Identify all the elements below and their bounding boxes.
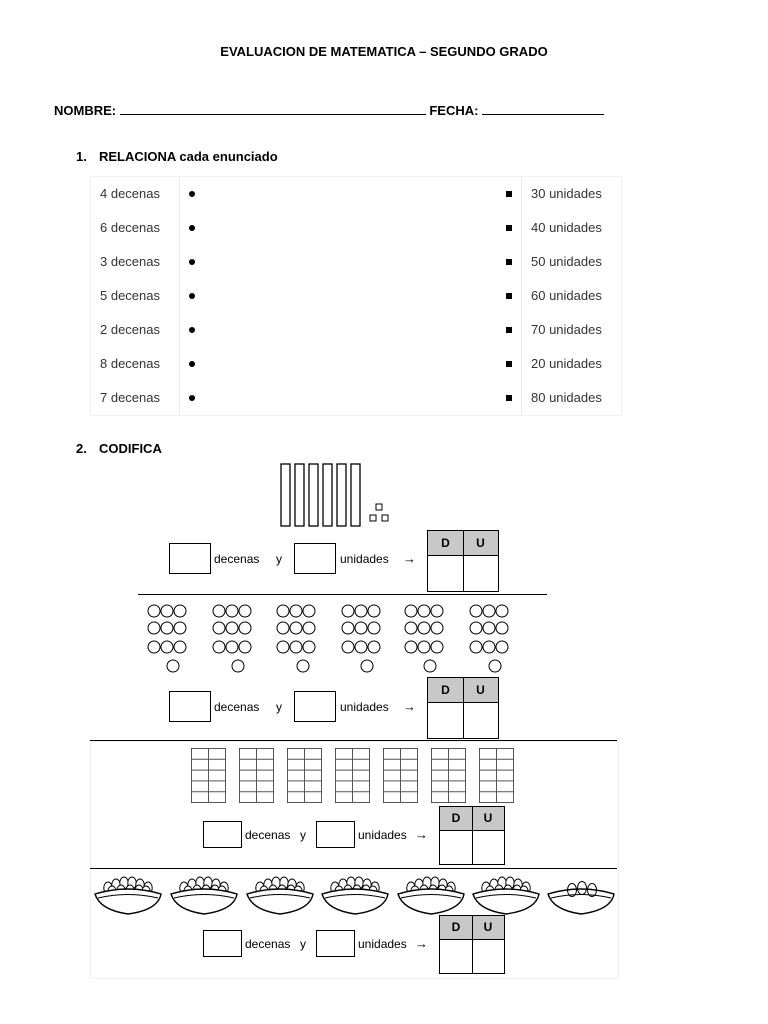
name-label: NOMBRE: xyxy=(54,103,117,118)
matching-separator-left xyxy=(179,177,180,415)
arrow-icon: → xyxy=(403,699,416,714)
decenas-item: 3 decenas xyxy=(100,254,160,269)
du-table: D U xyxy=(427,677,499,739)
y-label: y xyxy=(276,700,282,714)
bullet-dot-icon[interactable] xyxy=(189,361,195,367)
u-header: U xyxy=(463,678,498,703)
matching-table: 4 decenas 30 unidades 6 decenas 40 unida… xyxy=(90,176,622,416)
decenas-answer-box[interactable] xyxy=(169,691,211,722)
tens-grid-cards-icon xyxy=(191,748,514,803)
matching-row: 8 decenas 20 unidades xyxy=(91,347,621,381)
unidades-answer-box[interactable] xyxy=(316,930,355,957)
unidades-answer-box[interactable] xyxy=(294,691,336,722)
du-divider xyxy=(463,531,464,591)
matching-row: 7 decenas 80 unidades xyxy=(91,381,621,415)
unidades-label: unidades xyxy=(340,552,389,566)
decenas-answer-box[interactable] xyxy=(203,821,242,848)
bullet-dot-icon[interactable] xyxy=(189,259,195,265)
unidades-answer-box[interactable] xyxy=(316,821,355,848)
bullet-square-icon[interactable] xyxy=(506,361,512,367)
decenas-label: decenas xyxy=(245,937,291,951)
unidades-item: 80 unidades xyxy=(531,390,602,405)
decenas-item: 4 decenas xyxy=(100,186,160,201)
du-table: D U xyxy=(427,530,499,592)
decenas-label: decenas xyxy=(214,552,260,566)
unidades-item: 20 unidades xyxy=(531,356,602,371)
arrow-icon: → xyxy=(403,551,416,566)
bullet-square-icon[interactable] xyxy=(506,327,512,333)
unidades-item: 50 unidades xyxy=(531,254,602,269)
d-header: D xyxy=(440,916,472,940)
unidades-label: unidades xyxy=(340,700,389,714)
circle-groups-icon xyxy=(147,604,509,673)
bullet-dot-icon[interactable] xyxy=(189,395,195,401)
matching-row: 6 decenas 40 unidades xyxy=(91,211,621,245)
bullet-square-icon[interactable] xyxy=(506,293,512,299)
matching-row: 3 decenas 50 unidades xyxy=(91,245,621,279)
y-label: y xyxy=(300,937,306,951)
section1-number: 1. xyxy=(76,149,87,164)
exercise-grid-border xyxy=(90,741,619,979)
bullet-dot-icon[interactable] xyxy=(189,293,195,299)
decenas-item: 8 decenas xyxy=(100,356,160,371)
bullet-dot-icon[interactable] xyxy=(189,225,195,231)
section1-title-text: RELACIONA cada enunciado xyxy=(99,149,278,164)
arrow-icon: → xyxy=(415,827,428,842)
separator-line xyxy=(90,868,617,869)
d-header: D xyxy=(440,807,472,831)
du-divider xyxy=(472,916,473,973)
y-label: y xyxy=(300,828,306,842)
date-label: FECHA: xyxy=(429,103,479,118)
unidades-item: 70 unidades xyxy=(531,322,602,337)
du-table: D U xyxy=(439,915,505,974)
section2-number: 2. xyxy=(76,441,87,456)
decenas-item: 5 decenas xyxy=(100,288,160,303)
unidades-item: 60 unidades xyxy=(531,288,602,303)
du-table: D U xyxy=(439,806,505,865)
name-blank[interactable] xyxy=(119,102,426,115)
u-header: U xyxy=(463,531,498,556)
section2-title-text: CODIFICA xyxy=(99,441,162,456)
u-header: U xyxy=(472,807,504,831)
decenas-label: decenas xyxy=(245,828,291,842)
du-divider xyxy=(463,678,464,738)
d-header: D xyxy=(428,531,463,556)
base-ten-blocks-icon xyxy=(280,463,389,527)
egg-baskets-icon xyxy=(94,876,615,915)
section1-title: 1. RELACIONA cada enunciado xyxy=(76,149,278,164)
matching-row: 5 decenas 60 unidades xyxy=(91,279,621,313)
y-label: y xyxy=(276,552,282,566)
decenas-answer-box[interactable] xyxy=(203,930,242,957)
unidades-answer-box[interactable] xyxy=(294,543,336,574)
unidades-label: unidades xyxy=(358,937,407,951)
bullet-square-icon[interactable] xyxy=(506,395,512,401)
decenas-answer-box[interactable] xyxy=(169,543,211,574)
section2-title: 2. CODIFICA xyxy=(76,441,162,456)
matching-row: 4 decenas 30 unidades xyxy=(91,177,621,211)
bullet-square-icon[interactable] xyxy=(506,259,512,265)
date-blank[interactable] xyxy=(482,102,605,115)
d-header: D xyxy=(428,678,463,703)
bullet-square-icon[interactable] xyxy=(506,191,512,197)
decenas-item: 7 decenas xyxy=(100,390,160,405)
page-title: EVALUACION DE MATEMATICA – SEGUNDO GRADO xyxy=(220,44,548,59)
name-date-line: NOMBRE: FECHA: xyxy=(54,102,605,118)
matching-row: 2 decenas 70 unidades xyxy=(91,313,621,347)
decenas-label: decenas xyxy=(214,700,260,714)
unidades-item: 40 unidades xyxy=(531,220,602,235)
decenas-item: 2 decenas xyxy=(100,322,160,337)
separator-line xyxy=(90,740,617,741)
arrow-icon: → xyxy=(415,936,428,951)
bullet-dot-icon[interactable] xyxy=(189,327,195,333)
du-divider xyxy=(472,807,473,864)
bullet-dot-icon[interactable] xyxy=(189,191,195,197)
unidades-label: unidades xyxy=(358,828,407,842)
decenas-item: 6 decenas xyxy=(100,220,160,235)
matching-separator-right xyxy=(521,177,522,415)
bullet-square-icon[interactable] xyxy=(506,225,512,231)
unidades-item: 30 unidades xyxy=(531,186,602,201)
separator-line xyxy=(138,594,547,595)
u-header: U xyxy=(472,916,504,940)
